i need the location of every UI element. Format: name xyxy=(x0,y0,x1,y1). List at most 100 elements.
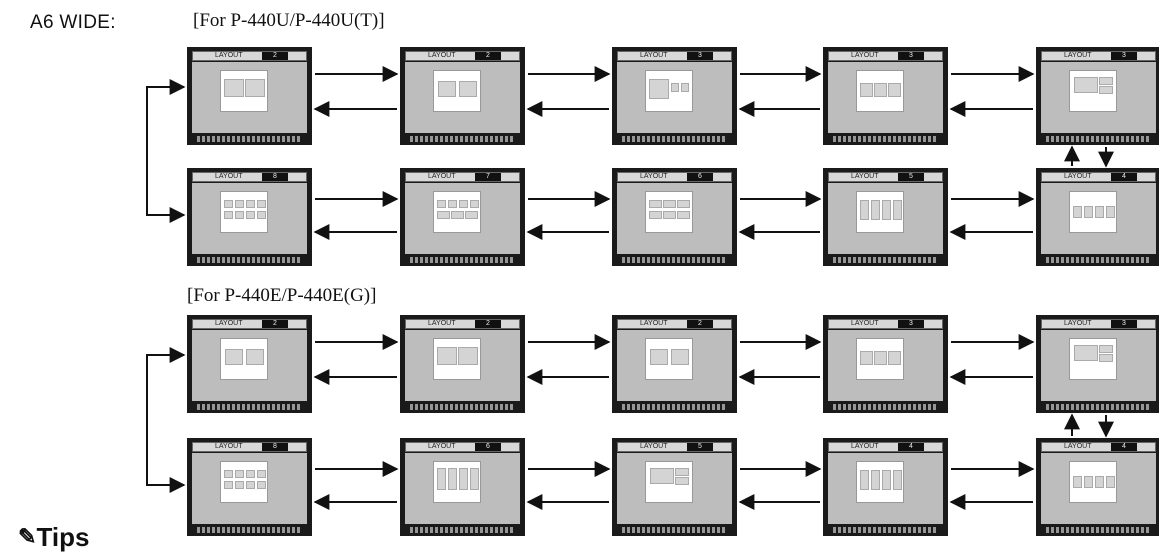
layout-tile xyxy=(1106,206,1115,218)
layout-tile xyxy=(451,211,464,219)
layout-tile xyxy=(245,79,265,97)
screen-display xyxy=(617,330,732,401)
layout-number: 2 xyxy=(475,320,501,328)
tips-label: Tips xyxy=(36,522,90,552)
layout-label: LAYOUT xyxy=(428,320,456,327)
layout-preview xyxy=(220,191,268,233)
screen-display xyxy=(828,183,943,254)
layout-tile xyxy=(1074,77,1098,93)
layout-label: LAYOUT xyxy=(215,443,243,450)
layout-tile xyxy=(437,200,446,208)
layout-label: LAYOUT xyxy=(428,443,456,450)
layout-preview xyxy=(433,461,481,503)
layout-number: 3 xyxy=(898,320,924,328)
screen-footer-bar xyxy=(410,404,515,410)
layout-tile xyxy=(459,200,468,208)
screen-display xyxy=(405,453,520,524)
screen-footer-bar xyxy=(410,527,515,533)
layout-preview xyxy=(433,70,481,112)
layout-tile xyxy=(888,351,901,365)
layout-tile xyxy=(225,349,243,365)
layout-tile xyxy=(1073,206,1082,218)
screen-footer-bar xyxy=(1046,404,1151,410)
layout-tile xyxy=(257,211,266,219)
layout-preview xyxy=(1069,70,1117,112)
layout-screen: LAYOUT 8 xyxy=(187,438,312,536)
layout-tile xyxy=(675,468,689,476)
layout-label: LAYOUT xyxy=(215,320,243,327)
layout-number: 4 xyxy=(1111,443,1137,451)
layout-tile xyxy=(1084,476,1093,488)
layout-tile xyxy=(438,81,456,97)
layout-number: 5 xyxy=(687,443,713,451)
screen-footer-bar xyxy=(1046,257,1151,263)
layout-number: 8 xyxy=(262,443,288,451)
layout-tile xyxy=(470,468,479,490)
flow-loop xyxy=(146,347,186,493)
layout-tile xyxy=(677,211,690,219)
layout-tile xyxy=(224,211,233,219)
layout-number: 2 xyxy=(475,52,501,60)
layout-tile xyxy=(235,481,244,489)
layout-tile xyxy=(224,200,233,208)
layout-preview xyxy=(433,191,481,233)
screen-footer-bar xyxy=(833,136,938,142)
screen-display xyxy=(405,62,520,133)
layout-tile xyxy=(874,83,887,97)
layout-tile xyxy=(677,200,690,208)
layout-tile xyxy=(671,83,679,92)
screen-display xyxy=(192,183,307,254)
layout-preview xyxy=(1069,191,1117,233)
layout-tile xyxy=(224,481,233,489)
layout-tile xyxy=(649,211,662,219)
screen-footer-bar xyxy=(833,404,938,410)
screen-footer-bar xyxy=(622,136,727,142)
layout-tile xyxy=(675,477,689,485)
layout-tile xyxy=(1074,345,1098,361)
layout-tile xyxy=(257,200,266,208)
layout-tile xyxy=(235,470,244,478)
layout-tile xyxy=(459,468,468,490)
screen-title-bar: LAYOUT 3 xyxy=(1041,51,1156,61)
screen-display xyxy=(192,330,307,401)
layout-number: 6 xyxy=(475,443,501,451)
layout-label: LAYOUT xyxy=(640,320,668,327)
layout-label: LAYOUT xyxy=(640,173,668,180)
layout-tile xyxy=(874,351,887,365)
layout-tile xyxy=(246,481,255,489)
layout-number: 3 xyxy=(1111,52,1137,60)
screen-display xyxy=(192,453,307,524)
screen-title-bar: LAYOUT 6 xyxy=(405,442,520,452)
layout-tile xyxy=(650,349,668,365)
layout-tile xyxy=(860,200,869,220)
layout-tile xyxy=(448,200,457,208)
layout-tile xyxy=(235,211,244,219)
layout-label: LAYOUT xyxy=(1064,173,1092,180)
layout-tile xyxy=(860,351,873,365)
layout-number: 7 xyxy=(475,173,501,181)
screen-display xyxy=(617,62,732,133)
screen-footer-bar xyxy=(197,136,302,142)
layout-tile xyxy=(663,211,676,219)
layout-preview xyxy=(856,70,904,112)
layout-tile xyxy=(246,470,255,478)
screen-display xyxy=(405,330,520,401)
screen-footer-bar xyxy=(622,527,727,533)
layout-tile xyxy=(860,470,869,490)
layout-tile xyxy=(246,349,264,365)
screen-display xyxy=(405,183,520,254)
layout-number: 4 xyxy=(898,443,924,451)
layout-label: LAYOUT xyxy=(1064,52,1092,59)
screen-footer-bar xyxy=(1046,136,1151,142)
layout-tile xyxy=(1084,206,1093,218)
